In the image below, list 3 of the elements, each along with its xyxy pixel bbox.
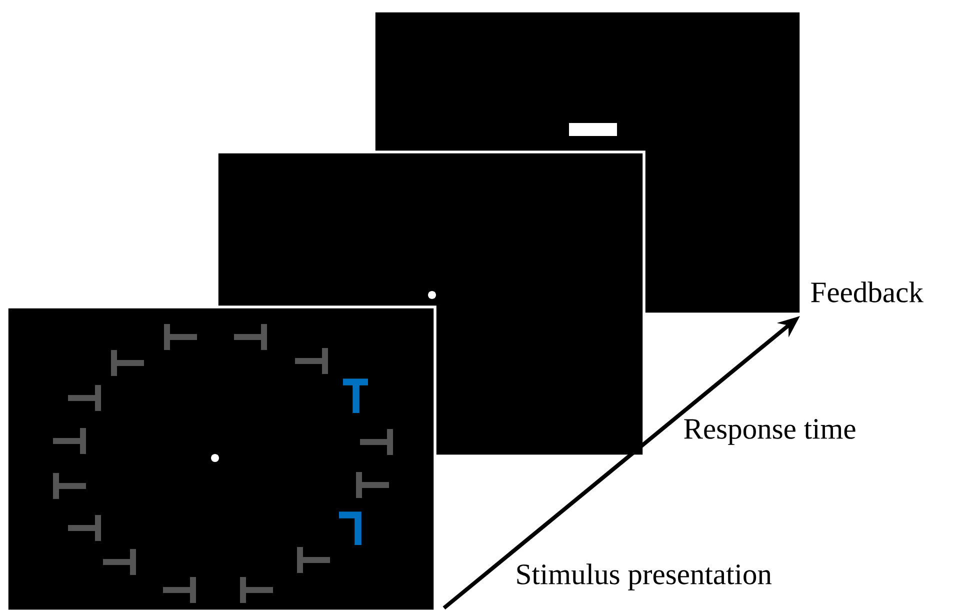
phase-label: Stimulus presentation <box>517 564 772 590</box>
phase-label: Response time <box>684 419 856 445</box>
phase-label: Feedback <box>811 282 924 302</box>
